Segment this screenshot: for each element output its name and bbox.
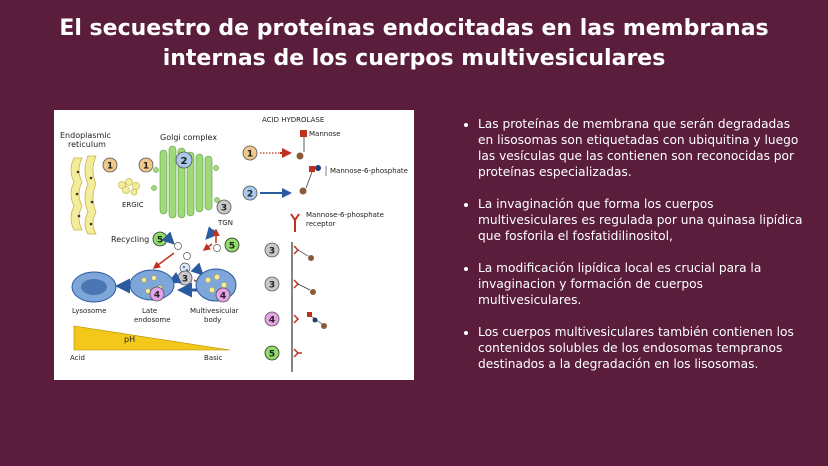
legend-m6p-icon <box>305 165 327 189</box>
golgi-label: Golgi complex <box>160 133 217 142</box>
ergic-vesicles <box>118 178 140 196</box>
row-2: 2 <box>242 185 307 201</box>
lysosome-label: Lysosome <box>72 307 106 315</box>
mvb-label-2: body <box>204 316 221 324</box>
row-1: 1 <box>242 145 304 161</box>
row-3b-label: 3 <box>269 281 275 291</box>
bullet-item-3: La modificación lipídica local es crucia… <box>478 260 808 308</box>
late-endosome-label-2: endosome <box>134 316 171 324</box>
step-2-label: 2 <box>181 156 188 167</box>
legend-m6p-label: Mannose-6-phosphate <box>330 167 408 175</box>
row-4: 4 <box>264 311 327 329</box>
late-endosome-label-1: Late <box>142 307 157 315</box>
row-5-label: 5 <box>269 350 275 360</box>
bullet-list: Las proteínas de membrana que serán degr… <box>464 116 808 388</box>
pathway-diagram: Endoplasmic reticulum 1 ERGIC 1 Golgi co <box>54 110 414 380</box>
lysosome-shape <box>71 271 117 303</box>
step-5-badge-tgn: 5 <box>224 237 240 253</box>
step-5-badge-recycling: 5 <box>152 231 168 247</box>
ergic-label: ERGIC <box>122 201 144 209</box>
legend-mannose-icon <box>300 130 307 152</box>
bullet-item-1: Las proteínas de membrana que serán degr… <box>478 116 808 180</box>
mvb-label-1: Multivesicular <box>190 307 239 315</box>
row-4-label: 4 <box>269 316 275 326</box>
row-2-label: 2 <box>247 190 253 200</box>
slide-title: El secuestro de proteínas endocitadas en… <box>40 14 788 74</box>
title-line-2: internas de los cuerpos multivesiculares <box>162 46 666 71</box>
row-1-label: 1 <box>247 150 253 160</box>
step-4-label-mvb: 4 <box>220 292 226 302</box>
legend-title: ACID HYDROLASE <box>262 116 324 124</box>
bullet-item-2: La invaginación que forma los cuerpos mu… <box>478 196 808 244</box>
step-3-badge-tgn: 3 <box>216 199 232 215</box>
acid-label: Acid <box>70 354 85 362</box>
row-3b: 3 <box>264 276 316 295</box>
row-3a: 3 <box>264 242 314 261</box>
step-3-label-tgn: 3 <box>221 204 227 214</box>
golgi-stack <box>151 145 220 219</box>
step-4-label-late-endosome: 4 <box>154 291 160 301</box>
step-4-badge-mvb: 4 <box>215 287 231 303</box>
step-3-label-endosome: 3 <box>182 275 188 285</box>
row-5: 5 <box>264 345 302 361</box>
step-1-label-ergic: 1 <box>143 162 149 172</box>
row-3a-label: 3 <box>269 247 275 257</box>
basic-label: Basic <box>204 354 223 362</box>
transport-vesicles <box>174 242 221 260</box>
tgn-label: TGN <box>217 219 233 227</box>
legend-receptor-icon <box>290 213 300 232</box>
recycling-label: Recycling <box>111 235 149 244</box>
step-1-label-er: 1 <box>107 162 113 172</box>
legend-receptor-label-1: Mannose-6-phosphate <box>306 211 384 219</box>
legend-receptor-label-2: receptor <box>306 220 336 228</box>
step-3-badge-endosome: 3 <box>177 270 193 286</box>
er-label-1: Endoplasmic <box>60 131 111 140</box>
pathway-diagram-svg: Endoplasmic reticulum 1 ERGIC 1 Golgi co <box>60 116 408 372</box>
ph-gradient <box>73 325 231 351</box>
step-1-badge-ergic: 1 <box>138 157 154 173</box>
step-1-badge-er: 1 <box>102 157 118 173</box>
er-shape <box>70 155 97 235</box>
step-5-label-recycling: 5 <box>157 236 163 246</box>
step-2-badge: 2 <box>175 151 193 169</box>
title-line-1: El secuestro de proteínas endocitadas en… <box>59 16 769 41</box>
legend-mannose-label: Mannose <box>309 130 340 138</box>
step-5-label-tgn: 5 <box>229 242 235 252</box>
bullet-item-4: Los cuerpos multivesiculares también con… <box>478 324 808 372</box>
er-label-2: reticulum <box>68 140 106 149</box>
step-4-badge-late-endosome: 4 <box>149 286 165 302</box>
ph-label: pH <box>124 335 135 344</box>
